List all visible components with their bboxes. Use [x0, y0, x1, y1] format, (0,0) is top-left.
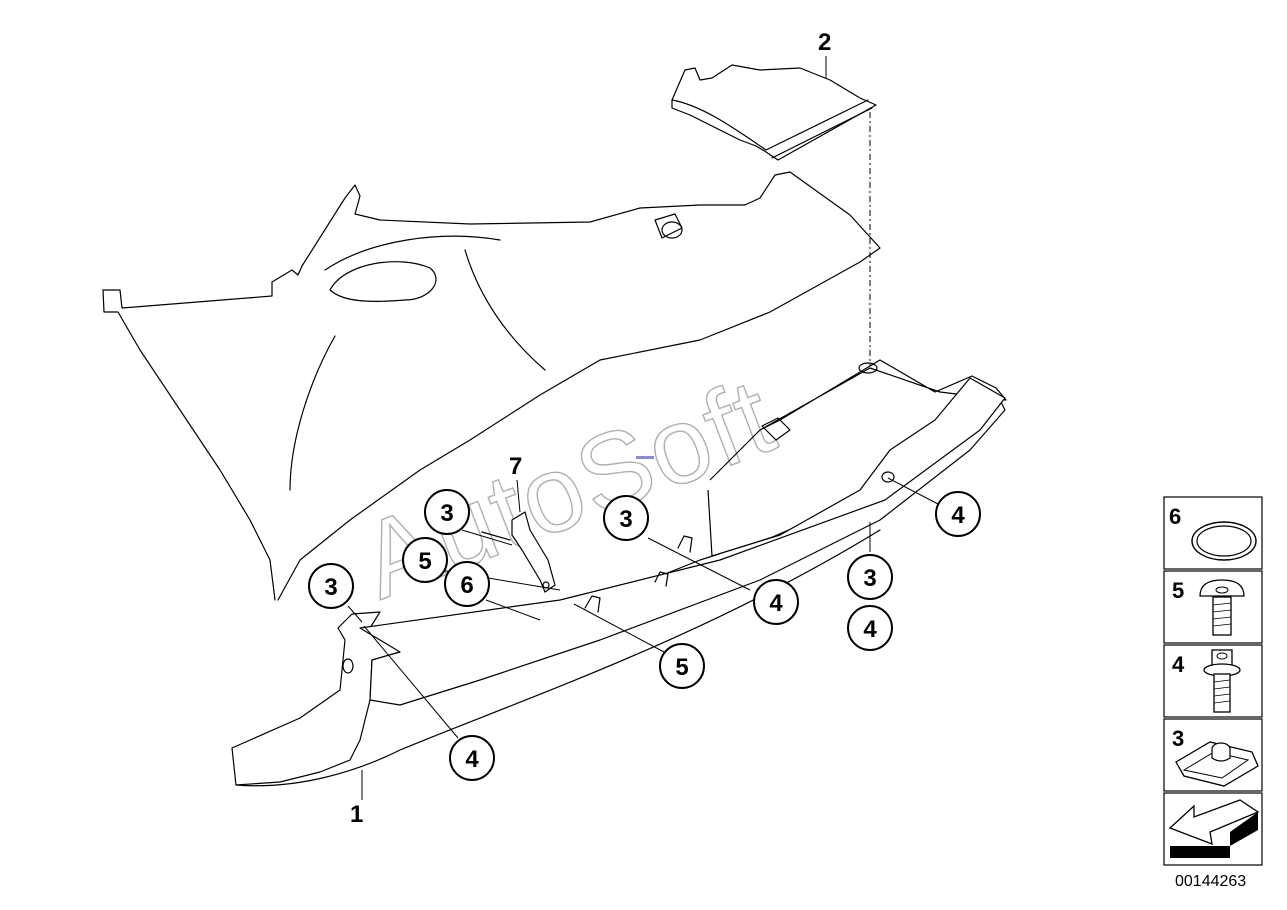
label-part-7: 7	[509, 453, 522, 480]
legend-item-5: 5	[1163, 570, 1263, 644]
dashboard-outline	[102, 171, 881, 601]
direction-arrow-icon	[1168, 799, 1260, 858]
leader-part-7	[516, 479, 521, 513]
callout-4-center: 4	[753, 579, 799, 625]
svg-text:3: 3	[324, 574, 337, 601]
svg-text:3: 3	[1172, 726, 1184, 751]
callout-3-left: 3	[308, 563, 354, 609]
center-marker	[636, 456, 654, 459]
svg-text:4: 4	[863, 616, 877, 643]
svg-text:6: 6	[1169, 504, 1181, 529]
svg-text:4: 4	[1172, 652, 1185, 677]
legend-item-4: 4	[1163, 644, 1263, 718]
legend-item-6: 6	[1163, 496, 1263, 570]
legend-panel: 6 5 4	[1163, 496, 1263, 866]
svg-text:3: 3	[863, 565, 876, 592]
callout-4-right-top: 4	[935, 491, 981, 537]
reference-number: 00144263	[1175, 873, 1246, 890]
callout-3-center: 3	[603, 495, 649, 541]
button-head-screw-icon	[1199, 579, 1245, 636]
o-ring-icon	[1191, 521, 1257, 561]
label-part-2: 2	[818, 29, 831, 56]
svg-text:3: 3	[619, 506, 632, 533]
callout-3-right: 3	[847, 554, 893, 600]
svg-text:5: 5	[418, 548, 431, 575]
part-1-lower-trim	[231, 359, 1007, 787]
callout-4-right-low: 4	[847, 605, 893, 651]
part-2-cover	[671, 64, 877, 161]
label-part-1: 1	[350, 801, 363, 828]
callout-5-mid: 5	[402, 537, 448, 583]
svg-text:5: 5	[675, 654, 688, 681]
svg-text:4: 4	[951, 502, 965, 529]
callout-5-lower: 5	[659, 643, 705, 689]
callout-leaders	[347, 477, 941, 739]
callout-4-lower: 4	[449, 735, 495, 781]
svg-text:4: 4	[769, 590, 783, 617]
svg-text:3: 3	[440, 500, 453, 527]
svg-text:6: 6	[460, 572, 473, 599]
svg-text:4: 4	[465, 746, 479, 773]
callout-3-upper: 3	[424, 489, 470, 535]
legend-item-arrow	[1163, 792, 1263, 866]
svg-text:5: 5	[1172, 578, 1184, 603]
collar-bolt-icon	[1203, 649, 1241, 713]
legend-item-3: 3	[1163, 718, 1263, 792]
clip-nut-icon	[1175, 741, 1259, 787]
callout-6-mid: 6	[444, 561, 490, 607]
